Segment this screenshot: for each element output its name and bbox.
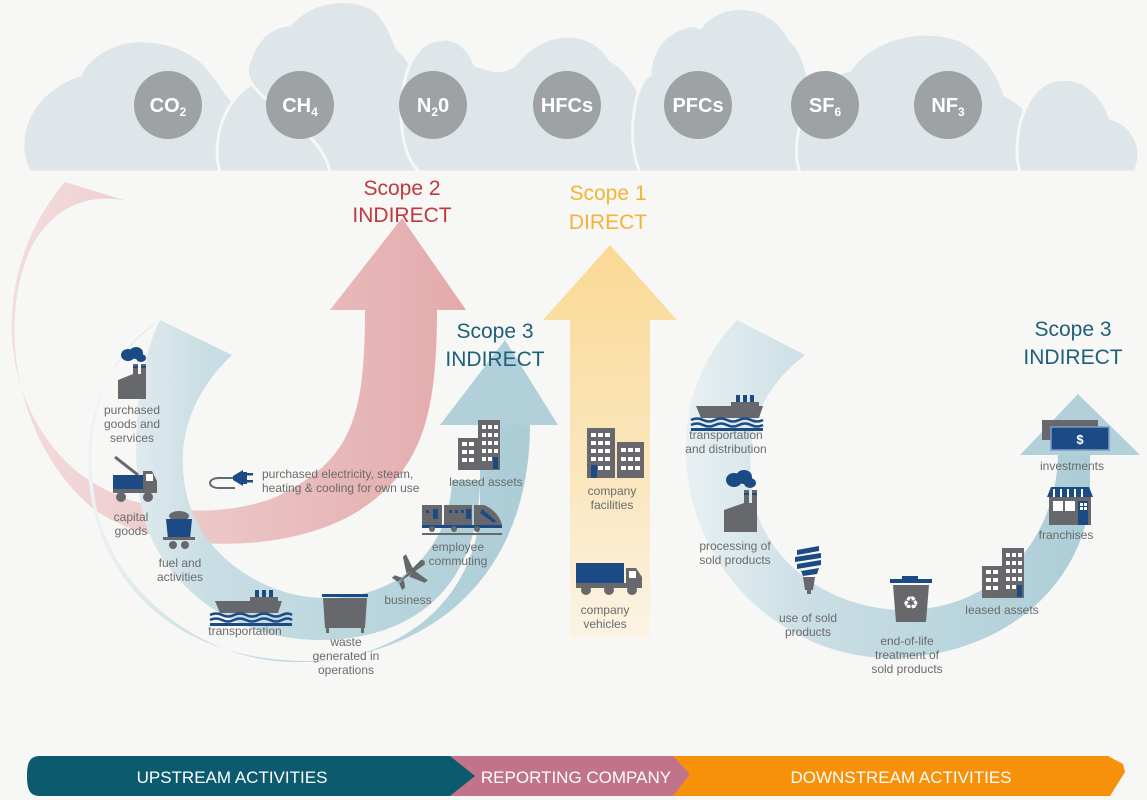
scope2-title: Scope 2 bbox=[363, 177, 440, 200]
scope3-upstream-arrowhead bbox=[440, 340, 558, 425]
train-icon bbox=[422, 505, 502, 535]
scope3-downstream-title: Scope 3 bbox=[1034, 318, 1111, 341]
gas-label: CO2 bbox=[150, 95, 187, 119]
dumpster-icon bbox=[322, 594, 368, 633]
scope2-arrow bbox=[11, 182, 466, 544]
office-buildings-icon bbox=[587, 428, 644, 478]
scope2-subtitle: INDIRECT bbox=[352, 204, 451, 227]
downstream-item-label: leased assets bbox=[965, 603, 1038, 617]
scope1-title: Scope 1 bbox=[569, 182, 646, 205]
svg-text:♻: ♻ bbox=[903, 593, 919, 614]
gas-ch4: CH4 bbox=[266, 71, 334, 139]
upstream-label: UPSTREAM ACTIVITIES bbox=[137, 768, 328, 787]
reporting-label: REPORTING COMPANY bbox=[481, 768, 671, 787]
downstream-item-label: franchises bbox=[1039, 528, 1094, 542]
icons: ♻ $ bbox=[113, 347, 1110, 633]
upstream-bar bbox=[27, 756, 475, 796]
factory-icon bbox=[724, 470, 757, 532]
cloud bbox=[399, 34, 662, 174]
coal-cart-icon bbox=[163, 511, 195, 549]
gas-label: CH4 bbox=[282, 95, 318, 119]
gas-label: HFCs bbox=[541, 95, 593, 117]
lightbulb-icon bbox=[795, 546, 821, 594]
greenhouse-gases: CO2 CH4 N20 HFCs PFCs SF6 NF3 bbox=[134, 71, 982, 139]
upstream-item-label: transportation bbox=[208, 624, 281, 638]
upstream-item-label: business bbox=[384, 593, 431, 607]
storefront-icon bbox=[1047, 487, 1093, 525]
crane-truck-icon bbox=[113, 455, 157, 502]
gas-circle bbox=[266, 71, 334, 139]
airplane-icon bbox=[391, 554, 428, 591]
scope2-item-label: purchased electricity, steam,heating & c… bbox=[262, 467, 420, 495]
value-chain-bar: UPSTREAM ACTIVITIES REPORTING COMPANY DO… bbox=[27, 756, 1125, 796]
plug-icon bbox=[209, 470, 253, 489]
money-symbol: $ bbox=[1076, 432, 1084, 447]
scope3-upstream-title: Scope 3 bbox=[456, 320, 533, 343]
gas-circle bbox=[399, 71, 467, 139]
gas-nf3: NF3 bbox=[914, 71, 982, 139]
ship-icon bbox=[209, 590, 293, 626]
gas-circle bbox=[533, 71, 601, 139]
scope3-upstream-arrow bbox=[87, 320, 556, 663]
reporting-bar bbox=[430, 756, 690, 796]
downstream-bar bbox=[660, 756, 1125, 796]
downstream-label: DOWNSTREAM ACTIVITIES bbox=[790, 768, 1011, 787]
gas-hfcs: HFCs bbox=[533, 71, 601, 139]
gas-label: NF3 bbox=[931, 95, 965, 119]
money-icon: $ bbox=[1042, 420, 1110, 451]
recycle-bin-icon: ♻ bbox=[890, 576, 932, 622]
gas-pfcs: PFCs bbox=[664, 71, 732, 139]
truck-icon bbox=[576, 563, 642, 595]
gas-co2: CO2 bbox=[134, 71, 202, 139]
gas-circle bbox=[791, 71, 859, 139]
gas-label: SF6 bbox=[809, 95, 842, 119]
gas-circle bbox=[134, 71, 202, 139]
ship-icon bbox=[690, 395, 764, 431]
gas-sf6: SF6 bbox=[791, 71, 859, 139]
gas-label: PFCs bbox=[672, 95, 723, 117]
scope3-downstream-subtitle: INDIRECT bbox=[1023, 346, 1122, 369]
gas-label: N20 bbox=[417, 95, 449, 119]
cloud bbox=[1015, 77, 1141, 174]
scope3-upstream-subtitle: INDIRECT bbox=[445, 348, 544, 371]
gas-circle bbox=[664, 71, 732, 139]
gas-n20: N20 bbox=[399, 71, 467, 139]
scope1-subtitle: DIRECT bbox=[569, 211, 647, 234]
gas-circle bbox=[914, 71, 982, 139]
building-icon bbox=[982, 548, 1024, 598]
factory-icon bbox=[118, 347, 146, 399]
downstream-item-label: investments bbox=[1040, 459, 1104, 473]
upstream-item-label: leased assets bbox=[449, 475, 522, 489]
building-icon bbox=[458, 420, 500, 470]
